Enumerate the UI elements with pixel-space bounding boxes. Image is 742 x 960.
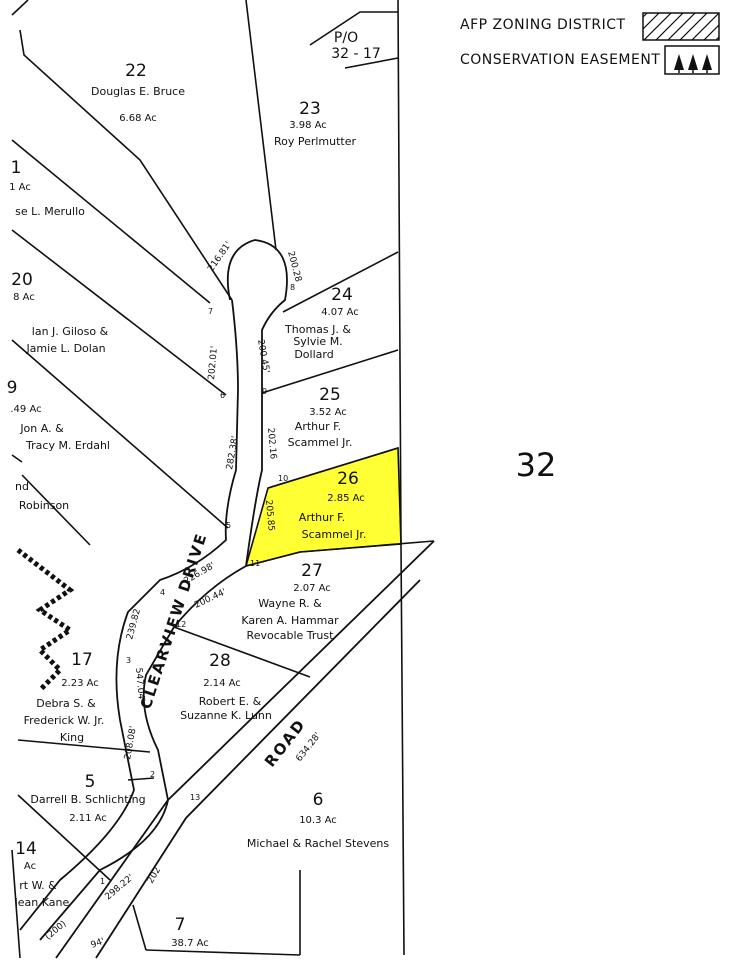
parcel-1-owner: se L. Merullo: [15, 205, 85, 218]
parcel-1-acres: 1 Ac: [9, 182, 31, 193]
parcel-24-owner-1: Thomas J. &: [284, 323, 351, 336]
dimension: 282.38': [225, 435, 241, 470]
parcel-7-acres: 38.7 Ac: [171, 938, 209, 949]
dimension: 208.08': [123, 725, 139, 760]
clearview-drive: [19, 239, 288, 941]
parcel-20-owner-2: Jamie L. Dolan: [25, 342, 105, 355]
survey-point: 13: [190, 793, 200, 802]
parcel-23-owner: Roy Perlmutter: [274, 135, 357, 148]
parcel-27-acres: 2.07 Ac: [293, 583, 331, 594]
survey-point: 9: [262, 387, 267, 396]
parcel-32-id: 32: [516, 446, 557, 484]
parcel-28-owner-2: Suzanne K. Lunn: [180, 709, 272, 722]
dimension: 200.45': [255, 339, 271, 374]
po-label: P/O: [334, 30, 358, 46]
survey-point: 4: [160, 588, 165, 597]
dimension: 298.22': [104, 873, 136, 902]
parcel-24-owner-3: Dollard: [294, 348, 333, 361]
parcel-20-owner-1: lan J. Giloso &: [32, 325, 109, 338]
parcel-5-id: 5: [85, 772, 96, 792]
parcel-labels: 22 Douglas E. Bruce 6.68 Ac 23 3.98 Ac R…: [7, 30, 557, 949]
survey-points: 7 8 6 9 10 5 11 4 12 3 2 13 1: [100, 283, 295, 886]
parcel-17-owner-2: Frederick W. Jr.: [24, 714, 105, 727]
parcel-9-owner-1: Jon A. &: [19, 422, 64, 435]
survey-point: 12: [176, 620, 186, 629]
dimension: 202: [146, 866, 163, 886]
parcel-robinson-owner-2: Robinson: [19, 499, 69, 512]
parcel-robinson-owner-1: nd: [15, 480, 29, 493]
parcel-5-owner: Darrell B. Schlichting: [30, 793, 145, 806]
parcel-9-owner-2: Tracy M. Erdahl: [25, 439, 110, 452]
dimension: 202.16: [265, 427, 278, 460]
parcel-25-owner-2: Scammel Jr.: [288, 436, 353, 449]
survey-point: 2: [150, 770, 155, 779]
conservation-easement-swatch: [664, 45, 720, 75]
dimension: 202.01': [207, 346, 220, 381]
survey-point: 10: [278, 474, 288, 483]
road: [55, 540, 435, 959]
dimension: 205.85: [263, 499, 276, 531]
parcel-23-acres: 3.98 Ac: [289, 120, 327, 131]
parcel-23-id: 23: [299, 99, 321, 119]
parcel-17-owner-1: Debra S. &: [36, 697, 96, 710]
survey-point: 5: [226, 521, 231, 530]
dimension: 547.04': [133, 667, 146, 702]
survey-point: 1: [100, 877, 105, 886]
dimension: 216.81': [206, 240, 234, 274]
parcel-26-id: 26: [337, 469, 359, 489]
parcel-27-owner-3: Revocable Trust: [247, 629, 335, 642]
survey-point: 3: [126, 656, 131, 665]
street-name-clearview-drive: CLEARVIEW DRIVE: [137, 530, 211, 711]
parcel-27-owner-1: Wayne R. &: [258, 597, 322, 610]
parcel-14-owner-2: lean Kane: [15, 896, 70, 909]
parcel-7-id: 7: [175, 915, 186, 935]
parcel-6-acres: 10.3 Ac: [299, 815, 337, 826]
parcel-20-id: 20: [11, 270, 33, 290]
po-number: 32 - 17: [331, 46, 381, 62]
conservation-easement-chain: [16, 548, 75, 692]
parcel-9-id: 9: [7, 378, 18, 398]
parcel-25-owner-1: Arthur F.: [295, 420, 341, 433]
parcel-6-owner: Michael & Rachel Stevens: [247, 837, 389, 850]
parcel-17-owner-3: King: [60, 731, 84, 744]
parcel-28-owner-1: Robert E. &: [199, 695, 262, 708]
parcel-24-acres: 4.07 Ac: [321, 307, 359, 318]
parcel-6-id: 6: [313, 790, 324, 810]
afp-zoning-swatch: [642, 12, 720, 41]
parcel-14-owner-1: rt W. &: [19, 879, 57, 892]
parcel-27-id: 27: [301, 561, 323, 581]
parcel-26-owner-2: Scammel Jr.: [302, 528, 367, 541]
parcel-24-owner-2: Sylvie M.: [293, 335, 342, 348]
parcel-25-acres: 3.52 Ac: [309, 407, 347, 418]
parcel-22-id: 22: [125, 61, 147, 81]
parcel-17-acres: 2.23 Ac: [61, 678, 99, 689]
legend-conservation-label: CONSERVATION EASEMENT: [460, 52, 660, 68]
parcel-22-owner: Douglas E. Bruce: [91, 85, 185, 98]
survey-point: 11: [250, 559, 260, 568]
survey-point: 6: [220, 391, 225, 400]
parcel-22-acres: 6.68 Ac: [119, 113, 157, 124]
parcel-9-acres: .49 Ac: [10, 404, 41, 415]
parcel-26-acres: 2.85 Ac: [327, 493, 365, 504]
survey-point: 7: [208, 307, 213, 316]
parcel-27-owner-2: Karen A. Hammar: [241, 614, 339, 627]
parcel-17-id: 17: [71, 650, 93, 670]
parcel-14-acres: Ac: [24, 861, 36, 872]
parcel-26-owner-1: Arthur F.: [299, 511, 345, 524]
parcel-5-acres: 2.11 Ac: [69, 813, 107, 824]
parcel-24-id: 24: [331, 285, 353, 305]
parcel-28-acres: 2.14 Ac: [203, 678, 241, 689]
parcel-20-acres: 8 Ac: [13, 292, 35, 303]
parcel-1-id: 1: [11, 158, 22, 178]
dimension: 94': [90, 937, 107, 951]
parcel-boundaries: [11, 0, 435, 959]
parcel-14-id: 14: [15, 839, 37, 859]
legend-afp-label: AFP ZONING DISTRICT: [460, 17, 626, 33]
parcel-28-id: 28: [209, 651, 231, 671]
survey-point: 8: [290, 283, 295, 292]
legend: AFP ZONING DISTRICT CONSERVATION EASEMEN…: [460, 12, 720, 75]
parcel-25-id: 25: [319, 385, 341, 405]
